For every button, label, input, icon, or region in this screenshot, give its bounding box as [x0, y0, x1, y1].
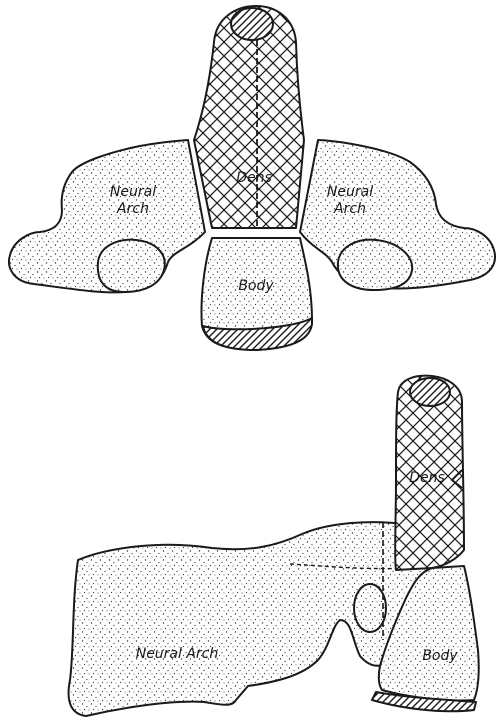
bottom-neural-arch-label: Neural Arch: [136, 646, 219, 662]
dens-tip-cap: [231, 8, 273, 40]
top-left-arch-label-line2: Arch: [116, 201, 149, 217]
bottom-view: Dens Body Neural Arch: [69, 376, 479, 716]
top-view: Dens Body Neural Arch Neural Arch: [9, 6, 495, 350]
top-body-label: Body: [238, 278, 274, 294]
left-arch-articular-facet: [98, 240, 165, 292]
top-right-arch-label-line2: Arch: [333, 201, 366, 217]
top-dens-label: Dens: [236, 170, 272, 186]
top-right-arch-label-line1: Neural: [327, 184, 373, 200]
bottom-body-label: Body: [422, 648, 458, 664]
lateral-dens-tip-cap: [410, 378, 450, 406]
top-left-arch-label-line1: Neural: [110, 184, 156, 200]
bottom-dens-label: Dens: [409, 470, 445, 486]
